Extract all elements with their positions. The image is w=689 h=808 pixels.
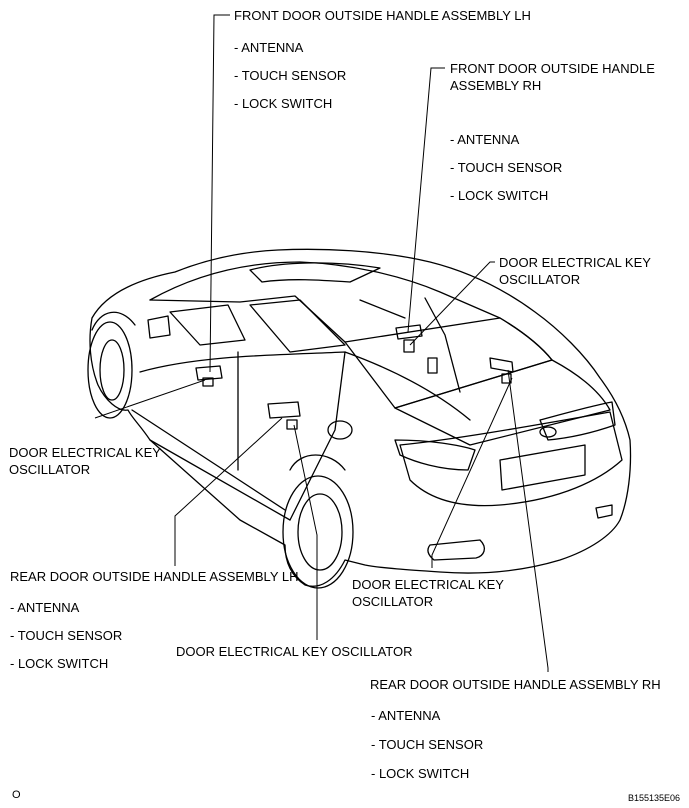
callout-front-rh-item-lock-switch: - LOCK SWITCH <box>450 188 549 203</box>
callout-rear-lh-item-touch-sensor: - TOUCH SENSOR <box>10 628 123 643</box>
part-rear-lh-handle <box>267 401 301 419</box>
callout-front-rh-item-antenna: - ANTENNA <box>450 132 520 147</box>
footer-left-mark: O <box>12 789 21 801</box>
callout-front-lh-item-lock-switch: - LOCK SWITCH <box>234 96 333 111</box>
exhaust-right <box>595 504 613 519</box>
leader-front-rh <box>407 67 445 333</box>
side-mirror <box>147 315 171 339</box>
figure-code: B155135E06 <box>628 793 681 803</box>
callout-osc-left: DOOR ELECTRICAL KEY OSCILLATOR <box>9 444 161 478</box>
callout-front-lh-items: - ANTENNA - TOUCH SENSOR - LOCK SWITCH <box>234 34 346 118</box>
taillight-right <box>539 401 616 441</box>
rear-bumper <box>399 411 623 507</box>
rear-window <box>344 317 553 409</box>
part-front-rh-handle <box>395 324 423 340</box>
callout-front-rh-title-line1: FRONT DOOR OUTSIDE HANDLE <box>450 61 655 76</box>
callout-osc-rear-line1: DOOR ELECTRICAL KEY <box>352 577 504 592</box>
callout-front-lh-item-antenna: - ANTENNA <box>234 40 304 55</box>
leader-front-lh <box>209 14 230 373</box>
leader-osc-rear <box>431 377 513 568</box>
part-rear-rh-handle <box>489 357 514 373</box>
callout-rear-lh-title: REAR DOOR OUTSIDE HANDLE ASSEMBLY LH <box>10 569 299 584</box>
callout-osc-left-line1: DOOR ELECTRICAL KEY <box>9 445 161 460</box>
car-body-outline <box>89 248 632 587</box>
side-window-rear <box>249 299 346 353</box>
callout-rear-lh: REAR DOOR OUTSIDE HANDLE ASSEMBLY LH <box>10 568 298 585</box>
callout-osc-rear-line2: OSCILLATOR <box>352 594 434 609</box>
callout-rear-rh-item-touch-sensor: - TOUCH SENSOR <box>371 737 484 752</box>
callout-front-rh-item-touch-sensor: - TOUCH SENSOR <box>450 160 563 175</box>
leader-lines <box>94 14 549 672</box>
trunk-lid <box>394 359 611 446</box>
callout-rear-rh: REAR DOOR OUTSIDE HANDLE ASSEMBLY RH <box>370 676 661 693</box>
rear-emblem <box>539 426 557 438</box>
belt-line <box>139 351 471 421</box>
side-window-front <box>169 304 246 346</box>
sunroof <box>249 262 381 283</box>
callout-rear-rh-title: REAR DOOR OUTSIDE HANDLE ASSEMBLY RH <box>370 677 661 692</box>
leader-osc-bottom <box>293 424 318 640</box>
callout-front-lh-title: FRONT DOOR OUTSIDE HANDLE ASSEMBLY LH <box>234 8 531 23</box>
windshield <box>149 295 346 343</box>
callout-front-lh: FRONT DOOR OUTSIDE HANDLE ASSEMBLY LH <box>234 7 531 24</box>
exhaust-left <box>427 539 486 561</box>
leader-rear-lh <box>174 417 283 566</box>
leader-osc-roof <box>409 261 495 346</box>
callout-rear-rh-items: - ANTENNA - TOUCH SENSOR - LOCK SWITCH <box>371 701 483 788</box>
callout-rear-lh-item-antenna: - ANTENNA <box>10 600 80 615</box>
callout-osc-bottom: DOOR ELECTRICAL KEY OSCILLATOR <box>176 643 412 660</box>
callout-osc-roof-line1: DOOR ELECTRICAL KEY <box>499 255 651 270</box>
taillight-left <box>394 439 476 471</box>
rear-wheel <box>282 475 354 589</box>
callout-front-lh-item-touch-sensor: - TOUCH SENSOR <box>234 68 347 83</box>
part-front-lh-handle <box>195 365 223 381</box>
license-plate <box>499 444 586 491</box>
callout-front-rh: FRONT DOOR OUTSIDE HANDLE ASSEMBLY RH <box>450 60 655 94</box>
callout-osc-roof: DOOR ELECTRICAL KEY OSCILLATOR <box>499 254 651 288</box>
callout-osc-roof-line2: OSCILLATOR <box>499 272 581 287</box>
callout-rear-rh-item-antenna: - ANTENNA <box>371 708 441 723</box>
front-wheel <box>87 321 133 419</box>
callout-front-rh-title-line2: ASSEMBLY RH <box>450 78 542 93</box>
callout-rear-rh-item-lock-switch: - LOCK SWITCH <box>371 766 470 781</box>
callout-front-rh-items: - ANTENNA - TOUCH SENSOR - LOCK SWITCH <box>450 126 562 210</box>
callout-rear-lh-item-lock-switch: - LOCK SWITCH <box>10 656 109 671</box>
callout-osc-bottom-line1: DOOR ELECTRICAL KEY OSCILLATOR <box>176 644 413 659</box>
callout-osc-left-line2: OSCILLATOR <box>9 462 91 477</box>
fuel-door <box>327 420 353 440</box>
leader-rear-rh <box>507 369 549 672</box>
callout-osc-rear: DOOR ELECTRICAL KEY OSCILLATOR <box>352 576 504 610</box>
leader-osc-left <box>94 379 206 419</box>
callout-rear-lh-items: - ANTENNA - TOUCH SENSOR - LOCK SWITCH <box>10 594 122 678</box>
